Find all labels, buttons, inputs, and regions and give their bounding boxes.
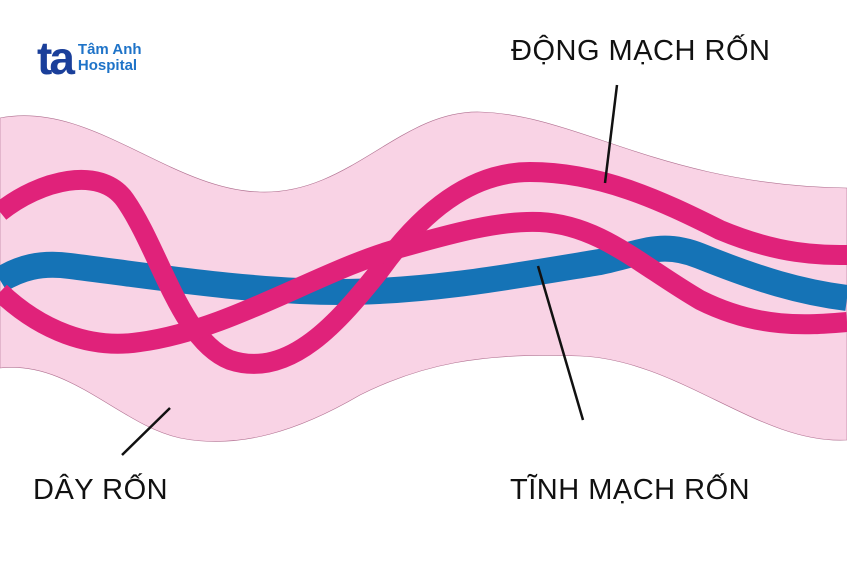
logo-mark: ta [37,32,75,84]
artery-label: ĐỘNG MẠCH RỐN [511,35,771,67]
artery-pointer-line [603,84,619,184]
logo-line2: Hospital [77,57,138,74]
vein-pointer-line [536,265,585,421]
tam-anh-hospital-logo: ta Tâm Anh Hospital [37,32,142,84]
logo-line1: Tâm Anh [77,41,142,58]
umbilical-artery-2 [0,211,847,354]
umbilical-vein [0,235,847,311]
cord-pointer-line [121,407,171,456]
vein-label: TĨNH MẠCH RỐN [510,474,751,506]
cord-label: DÂY RỐN [33,474,169,506]
umbilical-artery-1 [0,161,847,374]
